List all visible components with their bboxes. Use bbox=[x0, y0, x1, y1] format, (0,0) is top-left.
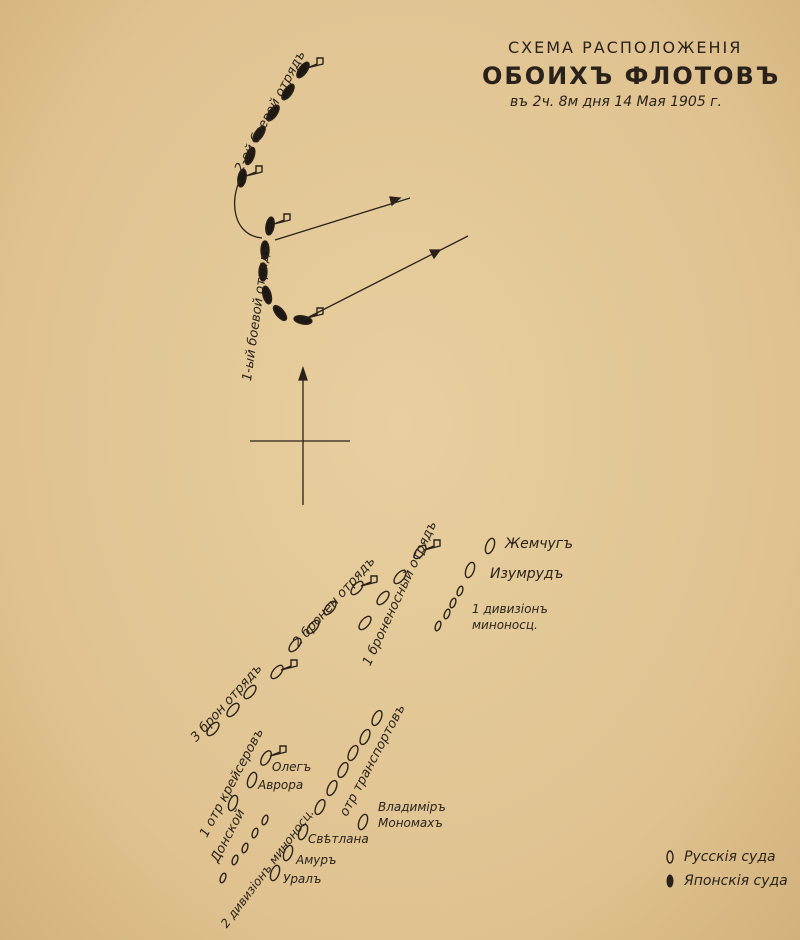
japanese-ship-icon bbox=[266, 104, 280, 122]
japanese-ship-icon bbox=[244, 146, 256, 166]
map-title-line2: ОБОИХЪ ФЛОТОВЪ bbox=[482, 62, 781, 90]
japanese-ship-icon bbox=[237, 168, 247, 188]
japanese-ship-icon bbox=[261, 285, 273, 305]
legend-russian-label: Русскія суда bbox=[684, 849, 776, 865]
arrowhead-1 bbox=[389, 196, 402, 207]
russian-ship-icon bbox=[449, 597, 457, 609]
russian-ship-icon bbox=[261, 814, 269, 826]
flagship-flag-icon bbox=[360, 575, 378, 587]
flagship-flag-icon bbox=[280, 659, 298, 671]
japanese-ship-icon bbox=[258, 262, 268, 282]
russian-ship-icon bbox=[393, 569, 407, 585]
russian-ship-icon bbox=[358, 615, 372, 631]
japanese-ship-icon bbox=[260, 240, 270, 260]
flagship-flag-icon bbox=[245, 165, 263, 177]
japanese-ship-icon bbox=[265, 216, 275, 236]
label-torpedo-division-1b: миноносц. bbox=[472, 618, 538, 632]
russian-ship-icon bbox=[376, 590, 390, 606]
course-arrow-1 bbox=[274, 197, 411, 241]
russian-ship-icon bbox=[282, 844, 294, 862]
russian-ship-icon bbox=[241, 842, 249, 854]
russian-ship-icon bbox=[270, 664, 284, 680]
russian-ship-icon bbox=[326, 779, 338, 797]
japanese-ship-icon bbox=[296, 61, 310, 79]
label-vladimir: Владиміръ bbox=[378, 800, 446, 814]
flagship-flag-icon bbox=[306, 307, 324, 319]
russian-ship-icon bbox=[434, 620, 442, 632]
russian-ship-icon bbox=[226, 702, 240, 718]
russian-ship-icon bbox=[227, 794, 239, 812]
russian-ship-icon bbox=[297, 823, 309, 841]
russian-ship-icon bbox=[350, 580, 364, 596]
russian-ship-icon bbox=[359, 728, 371, 746]
label-zhemchug: Жемчугъ bbox=[505, 536, 574, 552]
label-avrora: Аврора bbox=[258, 778, 304, 792]
label-izumrud: Изумрудъ bbox=[490, 566, 564, 582]
legend-japanese-label: Японскія суда bbox=[684, 873, 788, 889]
japanese-turn-path bbox=[234, 179, 263, 239]
course-arrow-2 bbox=[302, 235, 469, 321]
japanese-ship-icon bbox=[281, 83, 295, 101]
russian-ship-icon bbox=[371, 709, 383, 727]
map-title-line1: СХЕМА РАСПОЛОЖЕНІЯ bbox=[508, 38, 743, 57]
russian-ship-icon bbox=[456, 585, 464, 597]
russian-ship-icon bbox=[243, 684, 257, 700]
japanese-ship-icon bbox=[252, 125, 266, 143]
russian-ship-icon bbox=[464, 561, 476, 579]
label-monomakh: Мономахъ bbox=[378, 816, 443, 830]
label-ural: Уралъ bbox=[283, 872, 322, 886]
russian-ship-icon bbox=[337, 761, 349, 779]
russian-ship-icon bbox=[306, 619, 320, 635]
flagship-flag-icon bbox=[423, 539, 441, 551]
russian-ship-icon bbox=[260, 750, 272, 766]
flagship-flag-icon bbox=[269, 745, 287, 757]
label-amur: Амуръ bbox=[296, 853, 337, 867]
map-title-date: въ 2ч. 8м дня 14 Мая 1905 г. bbox=[510, 94, 722, 110]
russian-ship-icon bbox=[314, 798, 326, 816]
flagship-flag-icon bbox=[273, 213, 291, 225]
japanese-ship-icon bbox=[272, 304, 288, 322]
russian-ship-icon bbox=[269, 864, 281, 882]
russian-ship-icon bbox=[484, 537, 496, 555]
russian-ship-icon bbox=[246, 771, 258, 789]
russian-ship-icon bbox=[288, 637, 302, 653]
arrowhead-2 bbox=[428, 249, 442, 260]
label-oleg: Олегъ bbox=[272, 760, 312, 774]
label-torpedo-division-1: 1 дивизіонъ bbox=[472, 602, 548, 616]
russian-ship-icon bbox=[347, 744, 359, 762]
russian-ship-icon bbox=[251, 827, 259, 839]
russian-ship-icon bbox=[357, 813, 369, 831]
russian-ship-icon bbox=[323, 600, 337, 616]
russian-ship-icon bbox=[219, 872, 227, 884]
russian-ship-icon bbox=[413, 544, 427, 560]
flagship-flag-icon bbox=[306, 57, 324, 69]
russian-ship-icon bbox=[231, 854, 239, 866]
russian-ship-icon bbox=[443, 608, 451, 620]
compass-north-arrow bbox=[298, 365, 308, 381]
russian-ship-icon bbox=[206, 721, 220, 737]
label-svetlana: Свѣтлана bbox=[308, 832, 369, 846]
